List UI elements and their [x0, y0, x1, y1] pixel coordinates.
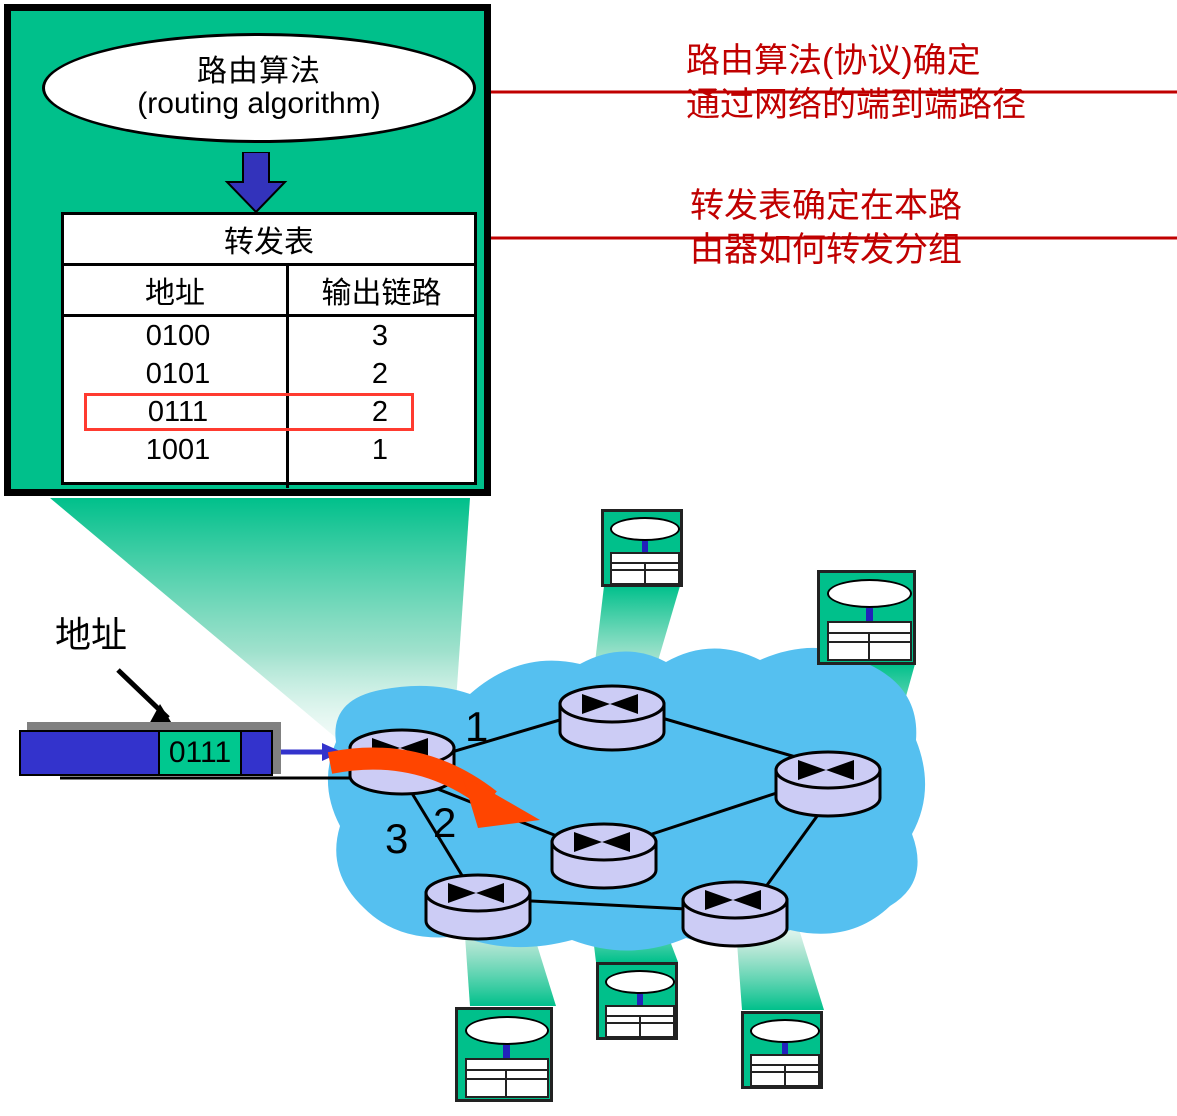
table-column-divider	[286, 317, 289, 488]
packet-payload	[21, 732, 158, 774]
forwarding-table-body: 0100 3 0101 2 0111 2 1001 1	[64, 317, 474, 488]
table-row: 1001 1	[64, 431, 474, 469]
mini-table-top	[601, 509, 683, 587]
mini-arrow-icon	[782, 1043, 788, 1054]
mini-ellipse-icon	[465, 1016, 549, 1045]
mini-table-vline	[505, 1069, 507, 1096]
column-header-output-link: 输出链路	[321, 277, 442, 310]
forwarding-table-title: 转发表	[64, 215, 474, 266]
mini-forwarding-table	[827, 621, 912, 661]
routing-algorithm-title-en: (routing algorithm)	[137, 87, 381, 120]
mini-ellipse-icon	[827, 579, 912, 608]
cell-address: 0101	[145, 357, 211, 390]
address-pointer-arrow	[116, 668, 176, 730]
link-number-1: 1	[465, 703, 489, 750]
forwarding-table: 转发表 地址 输出链路 0100 3 0101 2 0111 2	[61, 212, 477, 488]
mini-arrow-icon	[637, 994, 643, 1005]
cell-address: 0111	[147, 395, 209, 428]
mini-ellipse-icon	[750, 1019, 820, 1043]
mini-arrow-icon	[503, 1045, 510, 1058]
mini-table-hline	[467, 1069, 547, 1071]
table-row: 0100 3	[64, 317, 474, 355]
mini-table-hline	[467, 1078, 547, 1080]
table-row-highlighted: 0111 2	[64, 393, 474, 431]
routing-algorithm-title-cn: 路由算法	[197, 54, 321, 88]
mini-table-vline	[644, 562, 646, 583]
table-row: 0101 2	[64, 355, 474, 393]
routing-algorithm-ellipse: 路由算法 (routing algorithm)	[42, 33, 476, 143]
router-right	[774, 750, 882, 818]
cell-link: 2	[371, 395, 389, 428]
cell-link: 2	[371, 357, 389, 390]
mini-table-vline	[868, 632, 870, 659]
mini-table-vline	[784, 1064, 786, 1085]
mini-table-bottom-center	[596, 962, 678, 1040]
column-header-address: 地址	[64, 266, 289, 314]
mini-arrow-icon	[866, 608, 873, 621]
mini-ellipse-icon	[605, 970, 675, 994]
mini-forwarding-table	[610, 552, 680, 585]
router-bottom-right	[681, 880, 789, 948]
link-source-bottomleft	[408, 789, 468, 883]
packet: 0111	[19, 730, 273, 776]
router-internals-box: 路由算法 (routing algorithm) 转发表 地址 输出链路 010…	[4, 4, 491, 496]
cell-link: 1	[371, 433, 389, 466]
address-label: 地址	[55, 614, 128, 655]
link-number-3: 3	[385, 815, 409, 862]
packet-address-field: 0111	[158, 732, 242, 774]
cell-address: 0100	[145, 319, 211, 352]
link-top-right	[647, 712, 807, 762]
router-bottom-left	[424, 873, 532, 941]
router-top	[558, 684, 666, 752]
link-bottomleft-bottomright	[511, 898, 707, 912]
cell-link: 3	[371, 319, 389, 352]
mini-table-bottom-right	[741, 1011, 823, 1089]
router-center	[550, 822, 658, 890]
forwarding-path-arrow	[327, 747, 540, 828]
mini-table-vline	[639, 1015, 641, 1036]
routing-algorithm-note: 路由算法(协议)确定 通过网络的端到端路径	[686, 42, 1026, 124]
mini-forwarding-table	[465, 1058, 549, 1098]
mini-forwarding-table	[750, 1054, 820, 1087]
mini-table-upper-right	[817, 570, 916, 665]
mini-ellipse-icon	[610, 517, 680, 541]
cell-address: 1001	[145, 433, 211, 466]
link-number-2: 2	[433, 799, 457, 846]
down-arrow-icon	[224, 152, 288, 214]
forwarding-table-header: 地址 输出链路	[64, 266, 474, 317]
mini-table-bottom-left	[455, 1007, 553, 1102]
mini-forwarding-table	[605, 1005, 675, 1038]
forwarding-table-note: 转发表确定在本路 由器如何转发分组	[690, 187, 962, 269]
mini-arrow-icon	[642, 541, 648, 552]
